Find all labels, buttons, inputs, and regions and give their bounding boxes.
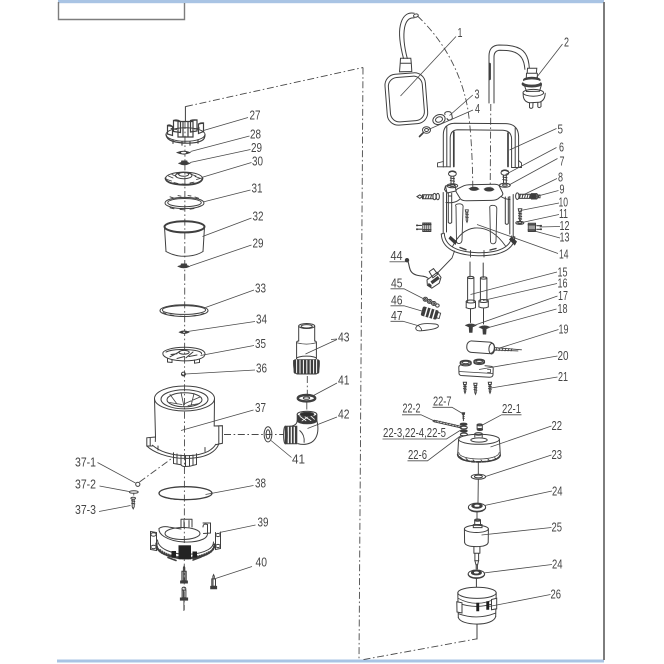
svg-text:10: 10 <box>559 195 569 210</box>
svg-text:11: 11 <box>559 206 568 221</box>
svg-text:42: 42 <box>338 407 350 422</box>
svg-text:32: 32 <box>253 209 264 224</box>
svg-text:37: 37 <box>255 400 266 415</box>
svg-text:15: 15 <box>558 265 568 280</box>
svg-text:8: 8 <box>558 170 563 185</box>
svg-text:37-3: 37-3 <box>75 502 96 517</box>
svg-text:43: 43 <box>338 330 350 345</box>
svg-text:21: 21 <box>558 369 568 384</box>
svg-text:3: 3 <box>475 87 480 102</box>
svg-text:41: 41 <box>292 452 305 467</box>
svg-text:4: 4 <box>475 101 480 116</box>
svg-text:23: 23 <box>552 447 563 462</box>
svg-text:37-2: 37-2 <box>75 477 96 492</box>
svg-text:27: 27 <box>250 108 261 123</box>
svg-text:31: 31 <box>252 181 263 196</box>
svg-text:22-3,22-4,22-5: 22-3,22-4,22-5 <box>383 425 446 440</box>
svg-text:26: 26 <box>551 587 562 602</box>
svg-text:20: 20 <box>558 348 569 363</box>
svg-text:22-7: 22-7 <box>433 394 452 409</box>
svg-text:40: 40 <box>256 555 268 570</box>
svg-text:14: 14 <box>559 247 569 262</box>
svg-text:34: 34 <box>256 312 267 327</box>
svg-text:41: 41 <box>338 373 350 388</box>
svg-text:13: 13 <box>560 230 570 245</box>
svg-text:22-6: 22-6 <box>408 447 427 462</box>
svg-text:30: 30 <box>252 154 263 169</box>
svg-text:18: 18 <box>558 301 568 316</box>
svg-text:28: 28 <box>250 127 261 142</box>
svg-text:7: 7 <box>560 154 565 169</box>
svg-text:46: 46 <box>391 293 403 308</box>
svg-text:2: 2 <box>564 35 569 50</box>
svg-text:24: 24 <box>552 484 563 499</box>
svg-text:22-1: 22-1 <box>502 401 521 416</box>
svg-text:35: 35 <box>255 336 266 351</box>
svg-text:29: 29 <box>251 140 262 155</box>
svg-text:16: 16 <box>558 276 568 291</box>
svg-text:29: 29 <box>253 236 264 251</box>
svg-text:36: 36 <box>256 361 267 376</box>
svg-text:17: 17 <box>558 288 568 303</box>
svg-text:33: 33 <box>255 281 266 296</box>
svg-text:12: 12 <box>560 218 570 233</box>
svg-text:37-1: 37-1 <box>75 455 96 470</box>
svg-text:24: 24 <box>552 557 563 572</box>
svg-text:1: 1 <box>458 25 463 40</box>
svg-text:6: 6 <box>559 140 564 155</box>
svg-text:45: 45 <box>391 276 403 291</box>
svg-text:22-2: 22-2 <box>403 401 421 416</box>
svg-text:5: 5 <box>558 122 564 137</box>
svg-text:19: 19 <box>559 322 569 337</box>
svg-text:38: 38 <box>255 476 266 491</box>
svg-text:22: 22 <box>552 418 563 433</box>
svg-text:25: 25 <box>552 520 563 535</box>
svg-text:9: 9 <box>560 182 565 197</box>
svg-text:47: 47 <box>391 308 403 323</box>
svg-text:44: 44 <box>391 248 403 263</box>
svg-text:39: 39 <box>258 515 269 530</box>
